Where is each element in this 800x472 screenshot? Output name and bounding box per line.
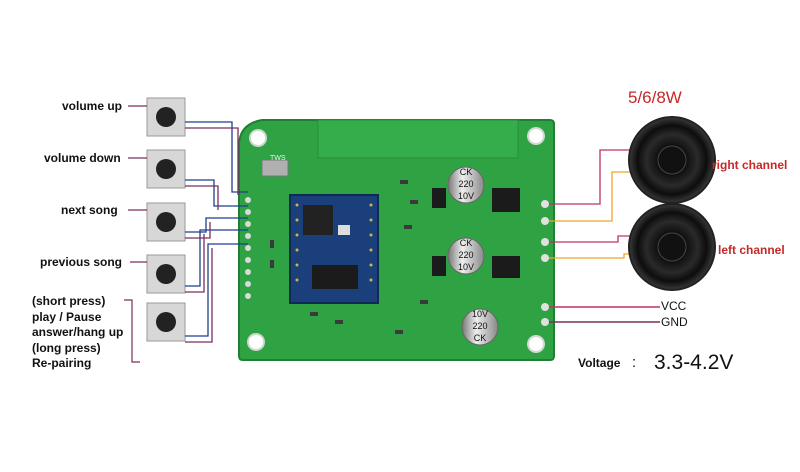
mount-hole bbox=[527, 335, 545, 353]
push-button-next-song bbox=[146, 202, 186, 242]
speaker-wires bbox=[549, 149, 640, 259]
label-right-channel: right channel bbox=[712, 158, 788, 172]
cap2-line0: CK bbox=[460, 238, 473, 248]
cap2-line2: 10V bbox=[458, 262, 474, 272]
label-leaders bbox=[124, 105, 147, 363]
cap3-line2: CK bbox=[474, 333, 487, 343]
label-volume-up: volume up bbox=[62, 99, 123, 113]
mount-hole bbox=[247, 333, 265, 351]
amp-chip-left bbox=[492, 256, 520, 278]
label-vcc: VCC bbox=[661, 299, 687, 313]
label-multi-function: (short press) play / Pause answer/hang u… bbox=[32, 294, 123, 372]
speaker-power: 5/6/8W bbox=[628, 88, 682, 107]
multi-line: Re-pairing bbox=[32, 356, 92, 370]
push-button-multi bbox=[146, 302, 186, 342]
flash-chip bbox=[312, 265, 358, 289]
multi-line: (long press) bbox=[32, 340, 101, 355]
tws-label: TWS bbox=[270, 155, 286, 162]
mount-hole bbox=[249, 129, 267, 147]
cap1-line0: CK bbox=[460, 167, 473, 177]
amp-chip-right bbox=[492, 188, 520, 212]
multi-line: answer/hang up bbox=[32, 325, 124, 339]
capacitor-1: CK 220 10V bbox=[447, 166, 485, 204]
label-left-channel: left channel bbox=[718, 243, 785, 257]
cap1-line1: 220 bbox=[458, 179, 473, 189]
button-wires bbox=[185, 121, 248, 343]
inductor bbox=[432, 188, 446, 208]
output-pads bbox=[541, 200, 549, 326]
push-button-volume-up bbox=[146, 97, 186, 137]
label-gnd: GND bbox=[661, 315, 688, 329]
inductor bbox=[432, 256, 446, 276]
bt-chip bbox=[303, 205, 333, 235]
cap1-line2: 10V bbox=[458, 191, 474, 201]
cap2-line1: 220 bbox=[458, 250, 473, 260]
multi-line: (short press) bbox=[32, 294, 106, 308]
multi-line: play / Pause bbox=[32, 309, 102, 324]
power-wires bbox=[549, 306, 660, 323]
label-next-song: next song bbox=[61, 203, 118, 217]
push-button-volume-down bbox=[146, 149, 186, 189]
cap3-line0: 10V bbox=[472, 309, 488, 319]
pcb-board bbox=[238, 119, 555, 361]
tws-switch bbox=[261, 159, 289, 177]
capacitor-3: 10V 220 CK bbox=[461, 308, 499, 346]
voltage-value: 3.3-4.2V bbox=[654, 351, 734, 374]
mount-hole bbox=[527, 127, 545, 145]
label-volume-down: volume down bbox=[44, 151, 121, 165]
voltage-label: Voltage bbox=[578, 356, 621, 370]
cap3-line1: 220 bbox=[472, 321, 487, 331]
voltage-separator: : bbox=[632, 354, 637, 371]
speaker-left bbox=[628, 203, 716, 291]
push-button-previous-song bbox=[146, 254, 186, 294]
label-previous-song: previous song bbox=[40, 255, 123, 269]
capacitor-2: CK 220 10V bbox=[447, 237, 485, 275]
speaker-right bbox=[628, 116, 716, 204]
